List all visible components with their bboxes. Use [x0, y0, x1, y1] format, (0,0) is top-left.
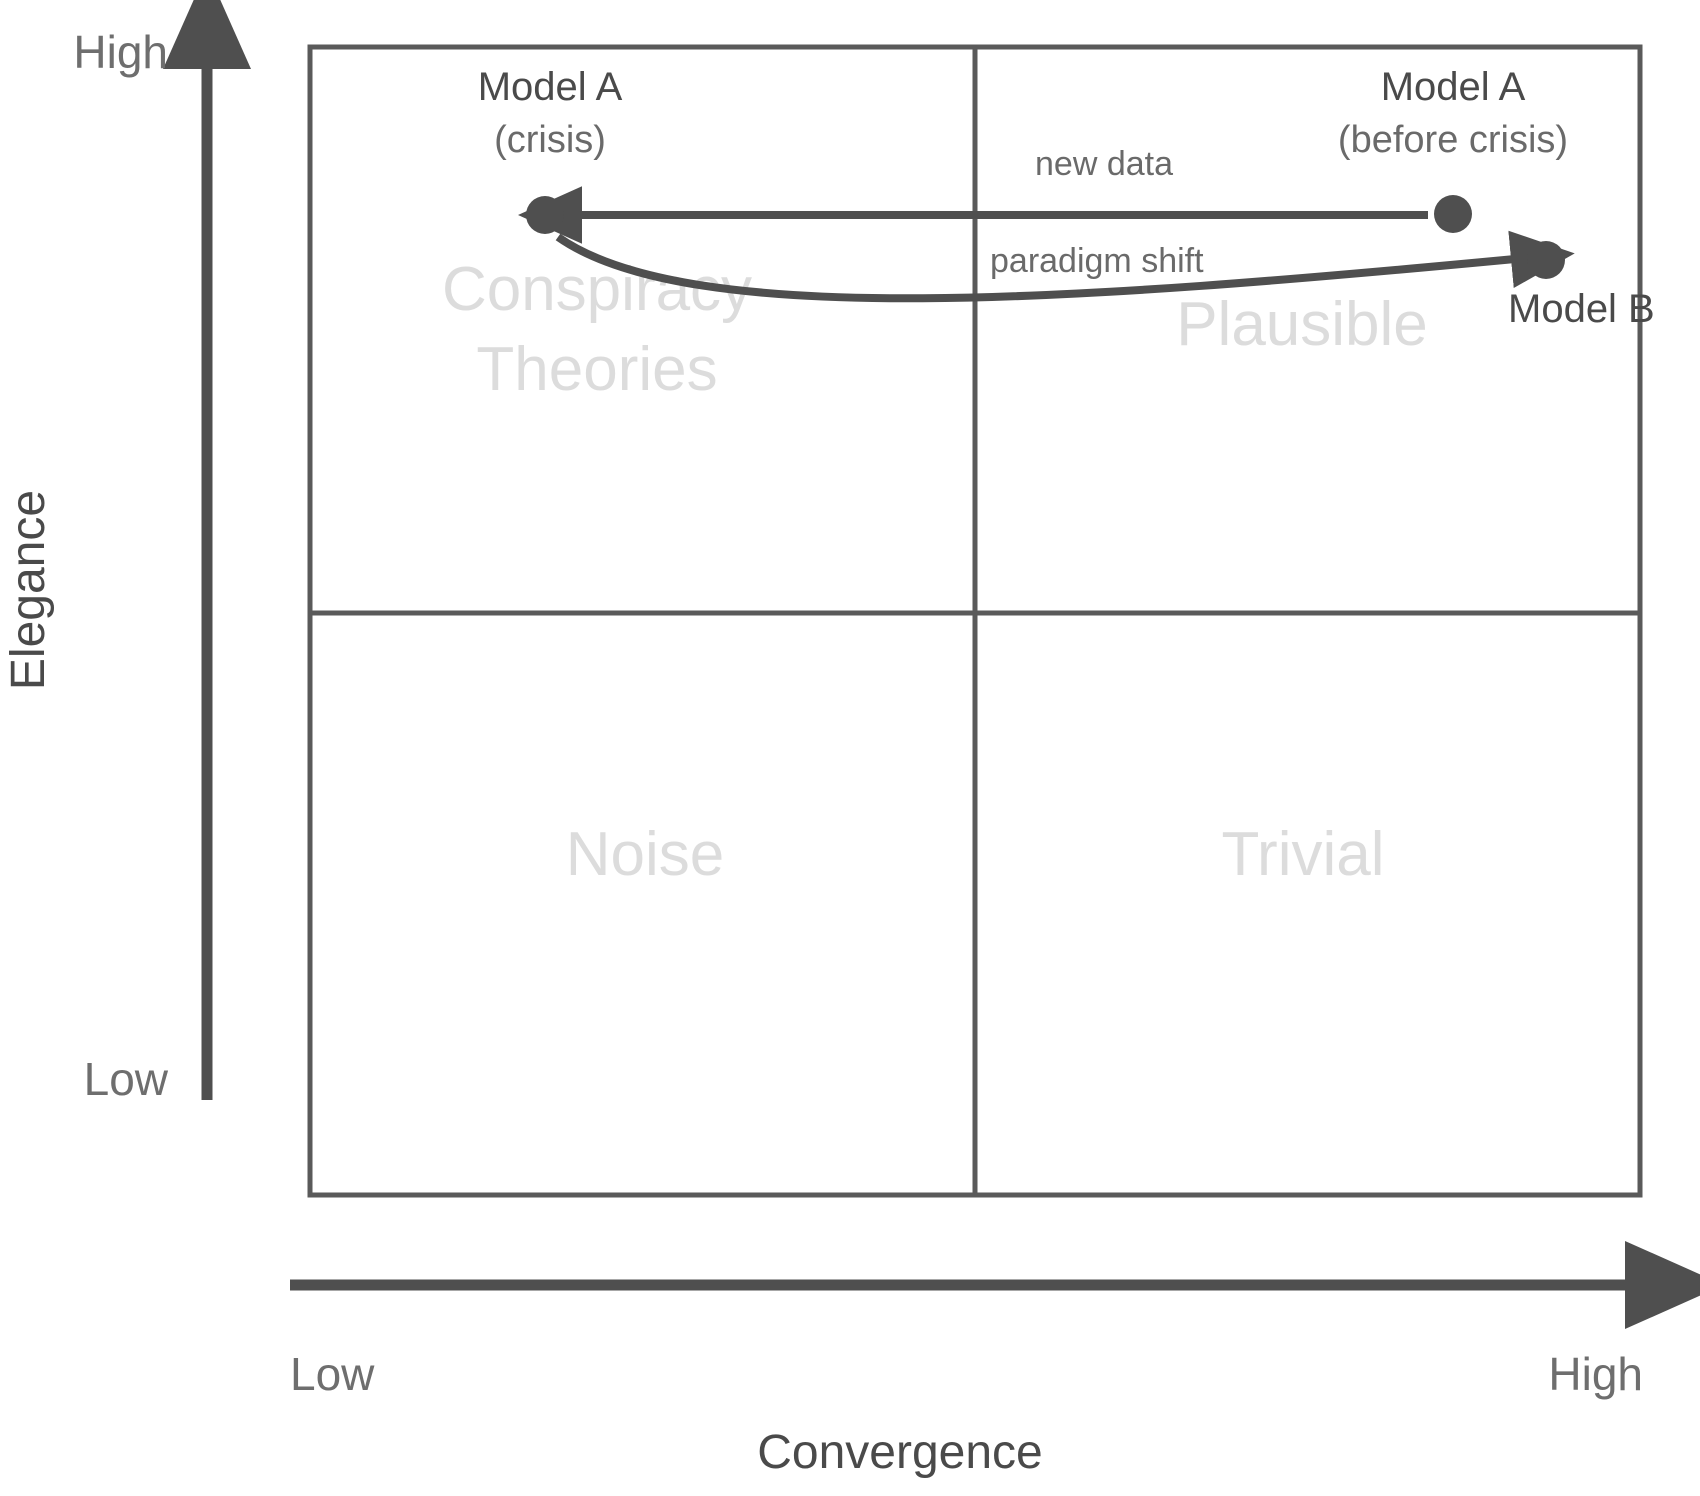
point-label-model-a-crisis: Model A: [478, 65, 623, 109]
quadrant-label-top-left-line2: Theories: [476, 335, 717, 404]
y-axis-title: Elegance: [2, 490, 55, 690]
x-axis-high-label: High: [1548, 1348, 1643, 1400]
point-model-a-before-crisis[interactable]: Model A (before crisis): [1338, 65, 1568, 233]
point-marker[interactable]: [1434, 195, 1472, 233]
point-sublabel-model-a-crisis: (crisis): [494, 119, 606, 161]
quadrant-label-bottom-left: Noise: [566, 820, 725, 889]
new-data-arrow-label: new data: [1035, 145, 1173, 183]
arrow-paradigm-shift: paradigm shift: [555, 230, 1575, 303]
x-axis-title: Convergence: [757, 1426, 1043, 1479]
y-axis: High Low Elegance: [2, 0, 251, 1105]
point-model-b[interactable]: Model B: [1508, 241, 1655, 331]
point-marker[interactable]: [1527, 241, 1565, 279]
paradigm-shift-arrow-path: [555, 230, 1575, 303]
arrow-new-data: new data: [518, 145, 1428, 244]
quadrant-label-top-right: Plausible: [1176, 290, 1428, 359]
point-label-model-a-before-crisis: Model A: [1381, 65, 1526, 109]
point-marker[interactable]: [526, 196, 564, 234]
point-label-model-b: Model B: [1508, 287, 1655, 331]
x-axis: Low High Convergence: [290, 1241, 1700, 1479]
y-axis-low-label: Low: [84, 1053, 169, 1105]
quadrant-label-bottom-right: Trivial: [1221, 820, 1384, 889]
paradigm-shift-arrow-label: paradigm shift: [990, 242, 1204, 280]
quadrant-label-top-left-line1: Conspiracy: [442, 255, 752, 324]
point-sublabel-model-a-before-crisis: (before crisis): [1338, 119, 1568, 161]
quadrant-grid: [307, 44, 1643, 1198]
x-axis-low-label: Low: [290, 1348, 375, 1400]
point-model-a-crisis[interactable]: Model A (crisis): [478, 65, 623, 234]
quadrant-labels: Conspiracy Theories Plausible Noise Triv…: [442, 255, 1428, 889]
y-axis-high-label: High: [73, 26, 168, 78]
